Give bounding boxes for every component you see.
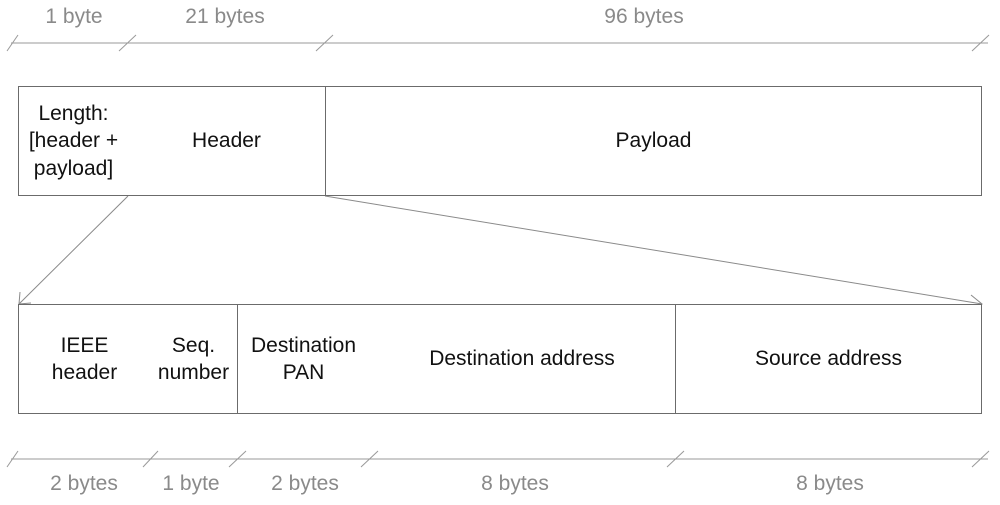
top-dimension-tick <box>971 34 990 52</box>
size-label-destination-address: 8 bytes <box>481 472 549 495</box>
size-label-header: 21 bytes <box>185 5 265 28</box>
field-seq-number: Seq. number <box>150 304 238 414</box>
size-label-source-address: 8 bytes <box>796 472 864 495</box>
bottom-dimension-tick <box>142 450 159 468</box>
field-length: Length: [header + payload] <box>18 86 129 196</box>
field-source-address: Source address <box>675 304 982 414</box>
field-destination-pan: Destination PAN <box>237 304 370 414</box>
top-dimension-tick <box>6 34 19 52</box>
bottom-dimension-tick <box>360 450 379 468</box>
field-ieee-header: IEEE header <box>18 304 151 414</box>
top-dimension-tick <box>118 34 137 52</box>
expansion-line-right <box>324 195 983 305</box>
size-label-destination-pan: 2 bytes <box>271 472 339 495</box>
bottom-dimension-tick <box>666 450 685 468</box>
size-label-ieee-header: 2 bytes <box>50 472 118 495</box>
field-destination-address: Destination address <box>369 304 676 414</box>
size-label-seq-number: 1 byte <box>162 472 220 495</box>
field-header: Header <box>128 86 326 196</box>
bottom-dimension-tick <box>6 450 19 468</box>
top-dimension-tick <box>315 34 334 52</box>
bottom-dimension-tick <box>228 450 247 468</box>
size-label-length: 1 byte <box>45 5 103 28</box>
size-label-payload: 96 bytes <box>604 5 684 28</box>
field-payload: Payload <box>325 86 982 196</box>
expansion-line-left <box>18 195 129 305</box>
bottom-dimension-tick <box>971 450 990 468</box>
